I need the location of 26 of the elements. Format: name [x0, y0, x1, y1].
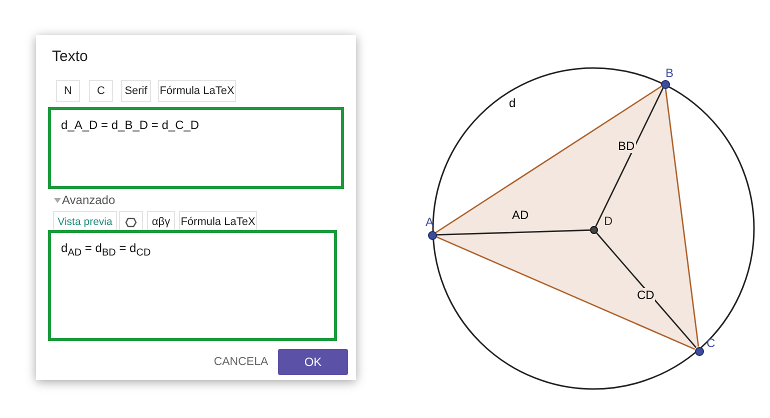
ok-button: OK [278, 349, 348, 375]
triangle-side [436, 236, 696, 350]
triangle-side [664, 88, 700, 347]
toolbar-button: Fórmula LaTeX [158, 80, 236, 102]
text-input-field [48, 107, 344, 189]
point-label: C [706, 336, 716, 350]
point-label: B [666, 66, 674, 80]
triangle-side [596, 232, 697, 348]
preview-panel [48, 230, 337, 341]
toolbar-button: C [89, 80, 113, 102]
circle-label: d [509, 96, 516, 110]
edge-label: AD [511, 208, 530, 222]
edge-label: CD [636, 288, 656, 302]
toolbar-button: Serif [121, 80, 151, 102]
cancel-button: CANCELA [210, 350, 272, 374]
formula-text: d_A_D = d_B_D = d_C_D [61, 118, 200, 132]
triangle-side [435, 86, 662, 234]
formula-preview: d$_{AD}$ = d$_{BD}$ = d$_{CD}$ [61, 241, 151, 258]
dialog-title: Texto [52, 48, 88, 65]
triangle-side [436, 229, 590, 236]
point-label: D [604, 214, 613, 228]
dialog-card [36, 35, 356, 380]
triangle-side [595, 88, 664, 227]
section-label: Avanzado [62, 193, 116, 207]
toolbar-button: N [56, 80, 80, 102]
edge-label: BD [617, 139, 636, 153]
